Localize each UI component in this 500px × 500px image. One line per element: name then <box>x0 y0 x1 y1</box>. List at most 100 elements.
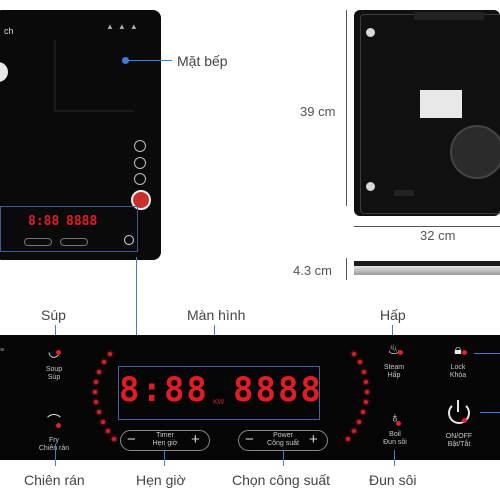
height-dimension-line <box>346 10 347 206</box>
cooktop-icon <box>134 173 146 185</box>
power-callout-line <box>283 450 284 466</box>
lock-indicator <box>462 350 467 355</box>
heat-ring-dot <box>364 400 368 404</box>
timer-minus-button[interactable]: − <box>127 431 136 448</box>
soup-button[interactable]: ◡ Soup Súp <box>38 343 70 385</box>
power-callout-label: Chọn công suất <box>232 472 331 488</box>
power-icon-bar <box>457 400 459 412</box>
heat-ring-dot <box>364 380 368 384</box>
soup-label-vi: Súp <box>47 374 61 381</box>
warning-icons: ▲▲▲ <box>106 22 142 31</box>
steam-button[interactable]: ♨ Steam Hấp <box>378 341 410 383</box>
heat-ring-dot <box>94 380 98 384</box>
boil-callout-label: Đun sôi <box>369 472 417 488</box>
boil-label-en: Boil <box>389 431 401 438</box>
lock-button[interactable]: 🔒︎ Lock Khóa <box>442 341 474 383</box>
width-dimension-line <box>354 226 500 227</box>
fry-label-en: Fry <box>48 437 60 444</box>
thickness-dimension: 4.3 cm <box>293 263 333 278</box>
timer-callout-label: Hẹn giờ <box>136 472 186 488</box>
heat-ring-dot <box>97 410 101 414</box>
heat-ring-dot <box>352 429 356 433</box>
power-onoff-button[interactable]: ON/OFF Bật/Tắt <box>440 400 478 452</box>
mini-display-left: 8:88 <box>28 214 60 229</box>
cooktop-brand-text: ch <box>4 26 14 36</box>
back-foot <box>366 182 375 191</box>
cooktop-top-view: ch ▲▲▲ 8:88 8888 <box>0 10 161 260</box>
steam-callout-label: Hấp <box>380 307 406 323</box>
cooktop-logo-mark <box>0 62 8 82</box>
heat-ring-dot <box>106 429 110 433</box>
power-plus-button[interactable]: + <box>309 431 318 448</box>
boil-callout-line <box>394 450 395 466</box>
soup-callout-label: Súp <box>41 307 66 323</box>
kettle-icon: ♁ <box>389 409 401 425</box>
cooktop-icon <box>134 157 146 169</box>
power-minus-button[interactable]: − <box>245 431 254 448</box>
screen-callout-label: Màn hình <box>187 307 246 323</box>
timer-label-vi: Hẹn giờ <box>152 440 178 447</box>
back-vent <box>394 190 414 196</box>
display-power: 8888 <box>233 370 323 410</box>
cooktop-zone-line <box>54 40 56 110</box>
cooktop-icon <box>134 140 146 152</box>
timer-plus-button[interactable]: + <box>191 431 200 448</box>
heat-ring-dot <box>352 352 356 356</box>
fan-icon <box>450 125 500 179</box>
surface-callout-line <box>128 60 172 61</box>
heat-ring-dot <box>362 370 366 374</box>
heat-ring-dot <box>102 360 106 364</box>
lock-icon: 🔒︎ <box>454 341 462 357</box>
steamer-pot-icon: ♨ <box>387 341 401 357</box>
heat-ring-dot <box>112 437 116 441</box>
lock-label-vi: Khóa <box>449 372 467 379</box>
power-icon <box>448 402 470 424</box>
boil-indicator <box>396 421 401 426</box>
fry-callout-label: Chiên rán <box>24 472 85 488</box>
soup-bowl-icon: ◡ <box>47 343 61 359</box>
mini-power-pill <box>60 238 88 246</box>
fry-indicator <box>56 423 61 428</box>
fry-label-vi: Chiên rán <box>38 445 70 452</box>
cooktop-certification-badge <box>131 190 151 210</box>
cooktop-zone-line <box>54 110 134 112</box>
display-screen: 8:88 KW 8888 <box>118 366 323 420</box>
heat-ring-dot <box>357 420 361 424</box>
onoff-label-en: ON/OFF <box>445 433 473 440</box>
mini-control-panel <box>0 206 138 252</box>
cooktop-side-view <box>354 259 500 277</box>
cooktop-back-view <box>354 10 500 216</box>
panel-edge-icon: ≡ <box>0 347 5 354</box>
lock-label-en: Lock <box>450 364 466 371</box>
timer-label-en: Timer <box>156 432 174 439</box>
fry-callout-line <box>55 444 56 466</box>
heat-ring-dot <box>94 400 98 404</box>
power-label-en: Power <box>273 432 293 439</box>
surface-callout-dot <box>122 57 129 64</box>
display-time: 8:88 <box>119 370 209 410</box>
height-dimension: 39 cm <box>300 104 336 119</box>
fry-button[interactable]: ⌒ Fry Chiên rán <box>32 411 76 453</box>
onoff-label-vi: Bật/Tắt <box>447 441 471 448</box>
soup-callout-line <box>55 325 56 343</box>
side-body <box>354 266 500 275</box>
back-spec-sticker <box>420 90 462 118</box>
timer-control: − + Timer Hẹn giờ <box>120 430 210 451</box>
mini-power-icon <box>124 235 134 245</box>
control-panel <box>0 335 500 460</box>
display-unit: KW <box>213 399 225 406</box>
frying-pan-icon: ⌒ <box>47 413 61 429</box>
steam-callout-line <box>392 325 393 341</box>
surface-callout-label: Mặt bếp <box>177 53 228 69</box>
heat-ring-dot <box>358 360 362 364</box>
boil-button[interactable]: ♁ Boil Đun sôi <box>380 409 410 451</box>
lock-callout-line <box>474 353 500 354</box>
heat-ring-dot <box>93 390 97 394</box>
power-control: − + Power Công suất <box>238 430 328 451</box>
back-foot <box>366 28 375 37</box>
boil-label-vi: Đun sôi <box>383 439 407 446</box>
heat-ring-dot <box>365 390 369 394</box>
timer-callout-line <box>164 450 165 466</box>
thickness-dimension-line <box>346 258 347 280</box>
side-glass <box>354 261 500 266</box>
